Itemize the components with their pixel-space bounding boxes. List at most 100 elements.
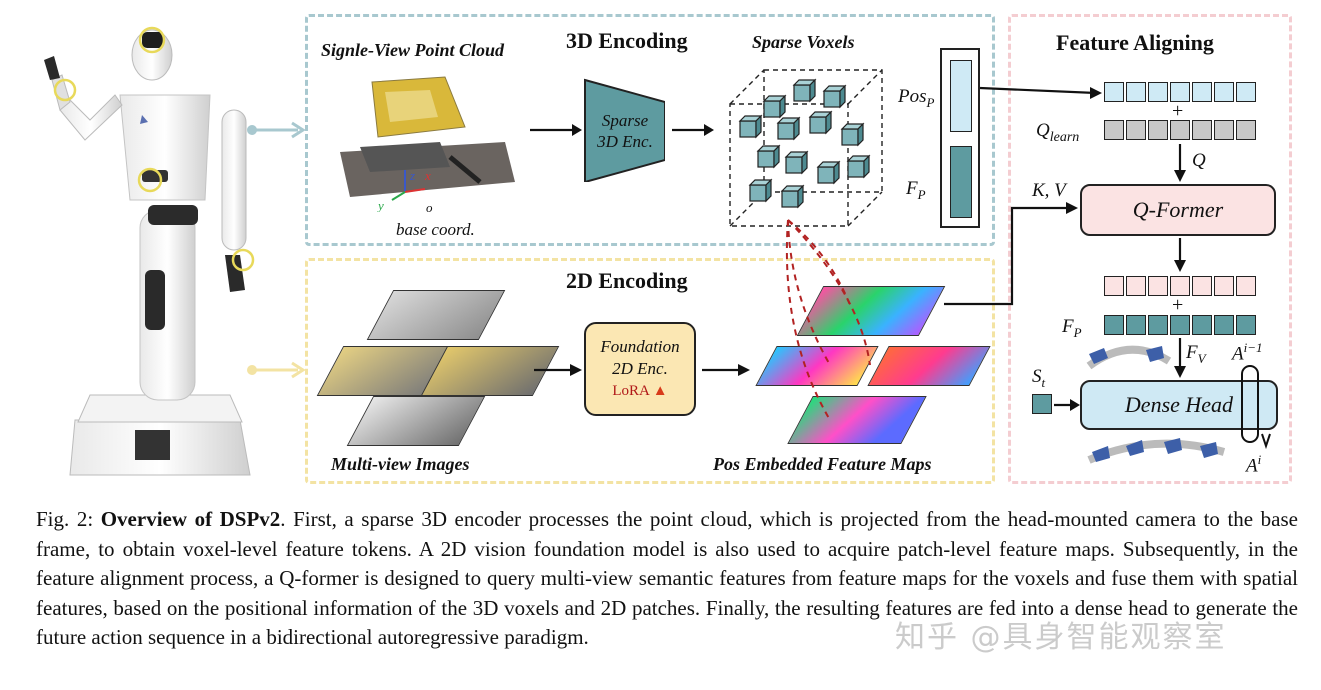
panel-fa-title: Feature Aligning bbox=[1056, 30, 1214, 55]
pink-token bbox=[1170, 276, 1190, 296]
gray-token bbox=[1104, 120, 1124, 140]
a-i-text: A bbox=[1246, 455, 1258, 477]
panel-3d-encoding bbox=[305, 14, 995, 246]
base-coord-label: base coord. bbox=[396, 220, 475, 239]
foundation-line2: 2D Enc. bbox=[612, 359, 668, 378]
gray-token bbox=[1126, 120, 1146, 140]
panel-feature-aligning bbox=[1008, 14, 1292, 484]
arrow-to-feature-maps bbox=[702, 364, 750, 376]
teal-token bbox=[1236, 315, 1256, 335]
arrow-to-voxels bbox=[672, 124, 714, 136]
f-p-token bbox=[950, 146, 972, 218]
pink-token bbox=[1126, 276, 1146, 296]
gray-token bbox=[1214, 120, 1234, 140]
panel-2d-encoding bbox=[305, 258, 995, 484]
multiview-label: Multi-view Images bbox=[331, 454, 470, 474]
previous-actions-icon bbox=[1086, 345, 1172, 370]
humanoid-robot-image bbox=[44, 26, 255, 476]
autoregressive-loop bbox=[1241, 365, 1271, 450]
q-learn-sub: learn bbox=[1049, 129, 1080, 145]
voxel-token-column bbox=[940, 48, 980, 228]
teal-token bbox=[1170, 315, 1190, 335]
pink-token bbox=[1214, 276, 1234, 296]
teal-token bbox=[1126, 315, 1146, 335]
pos-p-sub: P bbox=[926, 94, 935, 110]
pink-token bbox=[1192, 276, 1212, 296]
sparse-3d-encoder bbox=[584, 78, 665, 182]
caption-bold: Overview of DSPv2 bbox=[100, 507, 281, 531]
fv-sub: V bbox=[1197, 350, 1206, 366]
arrow-q-down bbox=[1174, 144, 1186, 182]
pink-token bbox=[1236, 276, 1256, 296]
watermark: 知乎 @具身智能观察室 bbox=[895, 620, 1227, 655]
axis-x-text: x bbox=[424, 168, 431, 183]
cyan-token bbox=[1192, 82, 1212, 102]
q-learn-label: Qlearn bbox=[1036, 120, 1079, 146]
gray-token bbox=[1148, 120, 1168, 140]
arrow-to-sparse-encoder bbox=[530, 124, 582, 136]
a-i-label: Ai bbox=[1246, 452, 1261, 477]
f-p-sub: P bbox=[917, 186, 926, 202]
state-token bbox=[1032, 394, 1052, 414]
fire-icon: ▲ bbox=[652, 383, 668, 399]
pink-token bbox=[1104, 276, 1124, 296]
panel-2d-title: 2D Encoding bbox=[566, 268, 688, 293]
arrow-to-foundation bbox=[534, 364, 582, 376]
axis-y-text: y bbox=[376, 198, 384, 212]
sparse-encoder-line1: Sparse bbox=[601, 111, 649, 130]
arrow-fv-down bbox=[1174, 338, 1186, 378]
teal-token bbox=[1192, 315, 1212, 335]
gray-token bbox=[1192, 120, 1212, 140]
st-text: S bbox=[1032, 366, 1042, 387]
arrow-pos-to-tokens bbox=[979, 86, 1102, 99]
robot-connector-arrows bbox=[247, 121, 306, 379]
cyan-token bbox=[1126, 82, 1146, 102]
plus-sign-1: + bbox=[1172, 100, 1184, 122]
pos-p-text: Pos bbox=[898, 86, 927, 107]
a-prev-label: Ai−1 bbox=[1232, 340, 1263, 365]
pos-p-label: PosP bbox=[898, 86, 934, 111]
teal-token bbox=[1148, 315, 1168, 335]
figure-caption: Fig. 2: Overview of DSPv2. First, a spar… bbox=[36, 505, 1298, 653]
sparse-voxel-grid bbox=[729, 69, 883, 227]
sparse-encoder-line2: 3D Enc. bbox=[597, 132, 653, 151]
q-former-block: Q-Former bbox=[1080, 184, 1276, 236]
teal-token bbox=[1214, 315, 1234, 335]
cyan-token bbox=[1104, 82, 1124, 102]
sparse-voxels-label: Sparse Voxels bbox=[752, 32, 855, 52]
f-p-text: F bbox=[906, 178, 918, 199]
caption-text: . First, a sparse 3D encoder processes t… bbox=[36, 507, 1298, 649]
f-v-label: FV bbox=[1186, 342, 1206, 367]
arrow-kv-to-qformer bbox=[944, 202, 1078, 306]
axis-o-text: o bbox=[426, 200, 433, 212]
foundation-line1: Foundation bbox=[600, 337, 680, 356]
lora-text: LoRA bbox=[612, 383, 650, 399]
panel-3d-title: 3D Encoding bbox=[566, 28, 688, 53]
sparse-encoder-label: Sparse 3D Enc. bbox=[590, 110, 660, 152]
feature-map-3 bbox=[867, 346, 991, 386]
q-learn-text: Q bbox=[1036, 120, 1050, 141]
arrow-qformer-down bbox=[1174, 238, 1186, 272]
pos-feature-maps-label: Pos Embedded Feature Maps bbox=[713, 454, 932, 474]
cyan-token bbox=[1236, 82, 1256, 102]
projection-arrows bbox=[785, 219, 871, 421]
kv-label: K, V bbox=[1032, 180, 1066, 201]
fp2-text: F bbox=[1062, 316, 1074, 337]
fv-text: F bbox=[1186, 342, 1198, 363]
future-actions-icon bbox=[1087, 438, 1226, 464]
f-p-token-label: FP bbox=[1062, 316, 1082, 341]
gray-token bbox=[1170, 120, 1190, 140]
point-cloud-label: Signle-View Point Cloud bbox=[321, 40, 505, 60]
cyan-token bbox=[1170, 82, 1190, 102]
a-prev-sup: i−1 bbox=[1243, 340, 1263, 355]
gray-token bbox=[1236, 120, 1256, 140]
teal-token bbox=[1104, 315, 1124, 335]
axis-z-text: z bbox=[409, 168, 415, 183]
pink-token bbox=[1148, 276, 1168, 296]
caption-prefix: Fig. 2: bbox=[36, 507, 101, 531]
pos-p-token bbox=[950, 60, 972, 132]
foundation-2d-encoder: Foundation 2D Enc. LoRA ▲ bbox=[584, 322, 696, 416]
arrow-state-to-dense bbox=[1054, 399, 1080, 411]
a-prev-text: A bbox=[1232, 343, 1244, 365]
fp2-sub: P bbox=[1073, 324, 1082, 340]
